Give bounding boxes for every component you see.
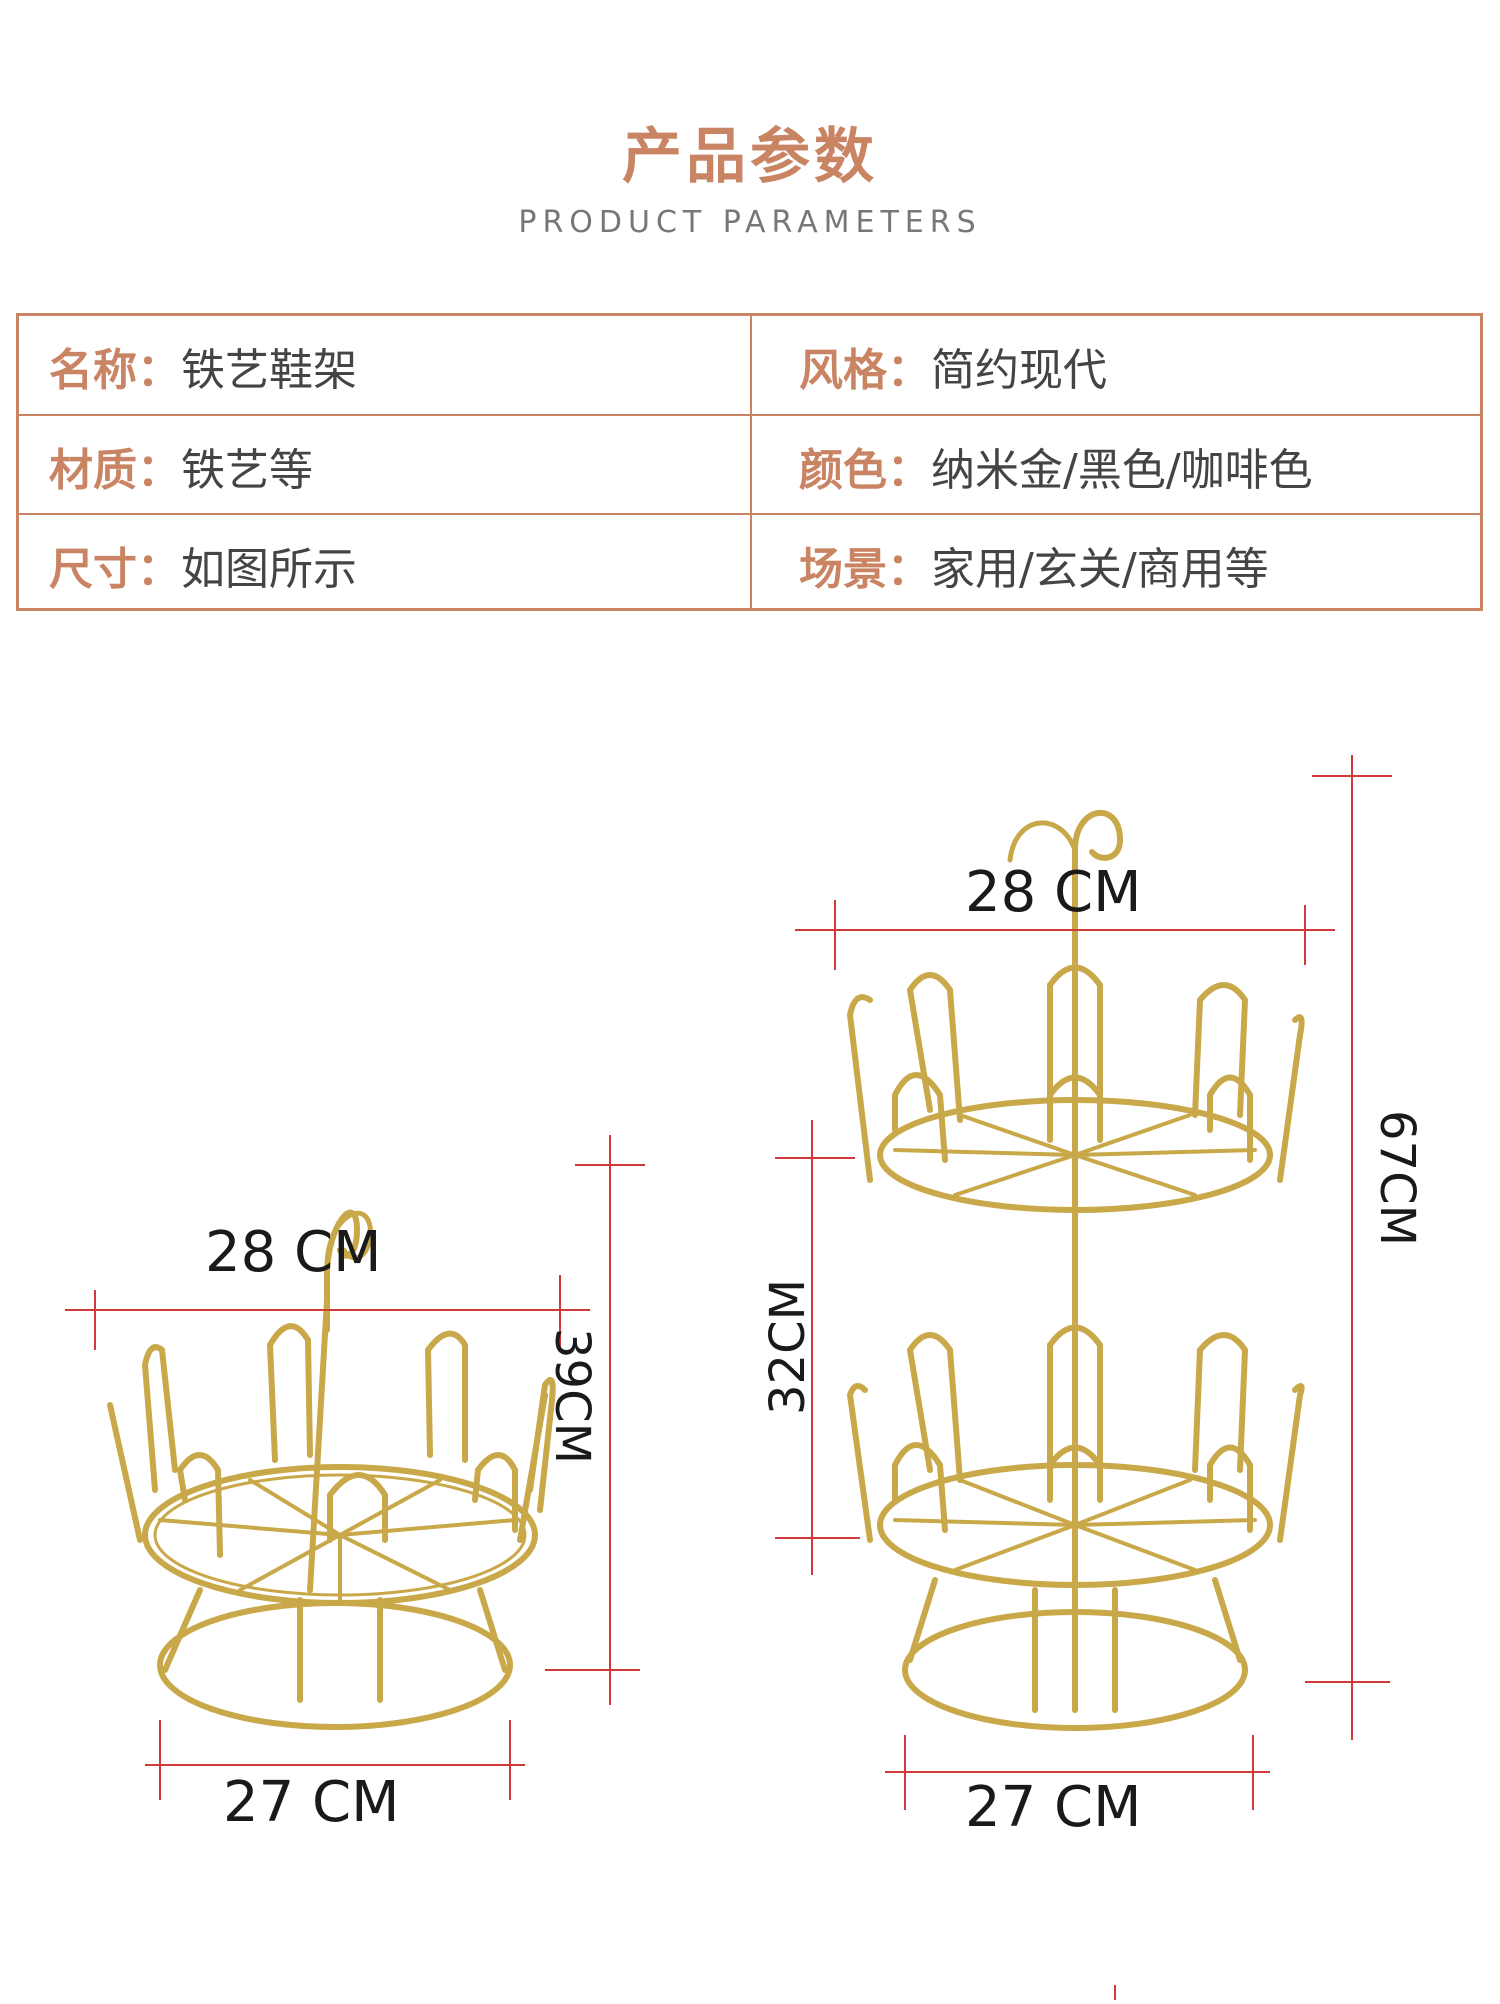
large-height-label: 67CM — [1369, 1110, 1425, 1247]
table-row: 名称：铁艺鞋架 风格：简约现代 — [19, 316, 1480, 413]
param-name: 名称：铁艺鞋架 — [49, 334, 357, 398]
param-value: 简约现代 — [931, 345, 1107, 396]
param-value: 如图所示 — [181, 544, 357, 595]
page-subtitle: PRODUCT PARAMETERS — [518, 205, 982, 240]
param-key: 场景： — [799, 544, 931, 595]
param-key: 风格： — [799, 345, 931, 396]
param-size: 尺寸：如图所示 — [49, 533, 357, 597]
param-color: 颜色：纳米金/黑色/咖啡色 — [799, 434, 1313, 498]
table-row: 材质：铁艺等 颜色：纳米金/黑色/咖啡色 — [19, 414, 1480, 513]
double-tier-rack — [846, 810, 1305, 1731]
param-key: 颜色： — [799, 445, 931, 496]
small-top-width-label: 28 CM — [205, 1220, 382, 1285]
single-tier-rack — [107, 1209, 556, 1730]
large-base-width-label: 27 CM — [965, 1775, 1142, 1840]
param-style: 风格：简约现代 — [799, 334, 1107, 398]
param-value: 铁艺等 — [181, 445, 313, 496]
table-row: 尺寸：如图所示 场景：家用/玄关/商用等 — [19, 513, 1480, 612]
table-divider — [750, 316, 752, 608]
double-tier-dimension-lines — [775, 755, 1392, 2000]
param-key: 名称： — [49, 345, 181, 396]
small-height-label: 39CM — [544, 1328, 600, 1465]
product-illustration: 28 CM 39CM 27 CM 28 CM 32CM 67CM 27 CM — [0, 700, 1500, 2000]
param-value: 铁艺鞋架 — [181, 345, 357, 396]
param-scene: 场景：家用/玄关/商用等 — [799, 533, 1269, 597]
single-tier-dimension-lines — [65, 1135, 645, 1800]
large-tier-gap-label: 32CM — [760, 1278, 816, 1415]
param-material: 材质：铁艺等 — [49, 434, 313, 498]
param-key: 材质： — [49, 445, 181, 496]
param-value: 纳米金/黑色/咖啡色 — [931, 445, 1313, 496]
parameters-table: 名称：铁艺鞋架 风格：简约现代 材质：铁艺等 颜色：纳米金/黑色/咖啡色 尺寸：… — [16, 313, 1483, 611]
param-key: 尺寸： — [49, 544, 181, 595]
large-top-width-label: 28 CM — [965, 860, 1142, 925]
shoe-rack-drawing — [65, 755, 1392, 2000]
small-base-width-label: 27 CM — [223, 1770, 400, 1835]
page-title: 产品参数 — [622, 122, 878, 192]
param-value: 家用/玄关/商用等 — [931, 544, 1269, 595]
